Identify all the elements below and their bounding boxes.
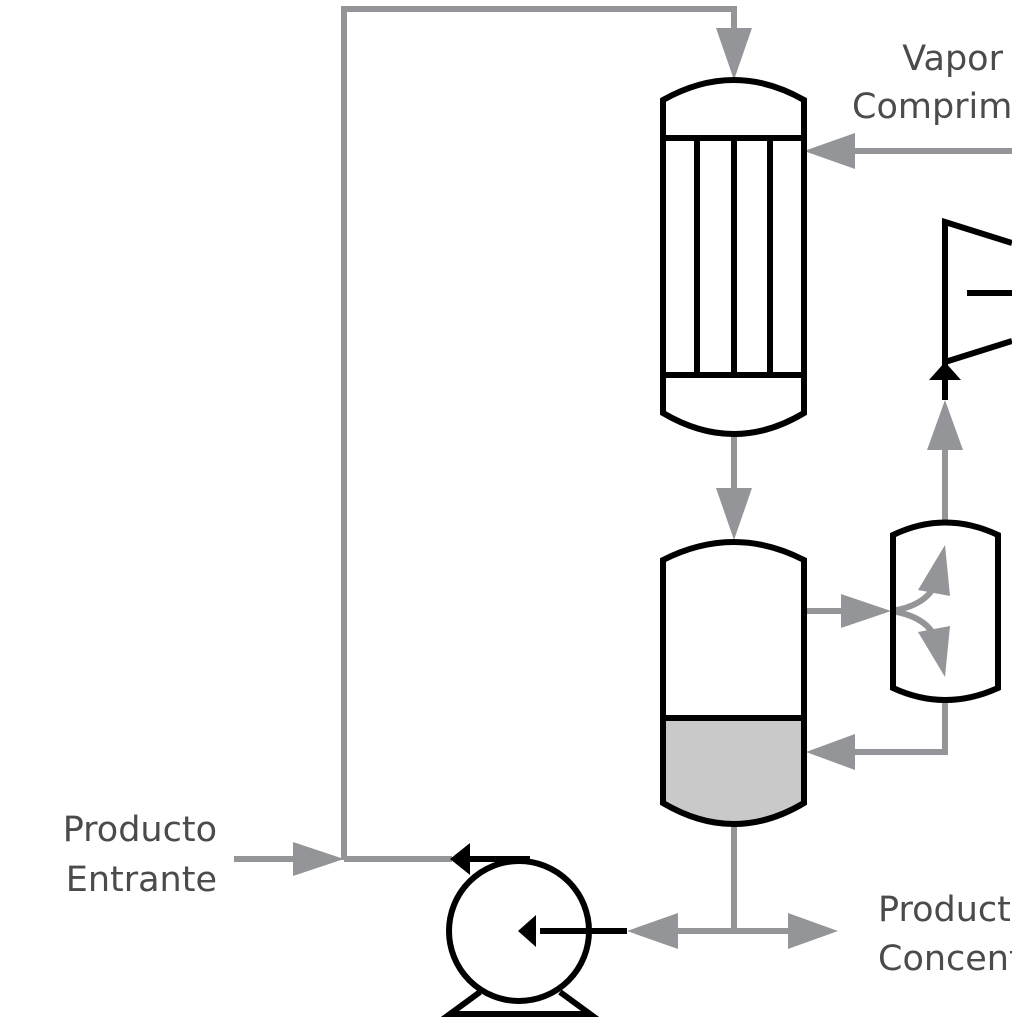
compressor-inlet-arrow [929,362,961,380]
arrow-return-to-separator [806,734,855,770]
arrow-to-compressor [927,400,963,450]
calandria [660,77,807,437]
demister-return-pipe [850,700,948,755]
pump-inlet-arrow [518,915,536,947]
arrow-into-calandria [716,28,752,80]
arrow-into-separator [716,488,752,540]
label-producto-entrante-2: Entrante [66,860,217,900]
arrow-vapor-to-demister [841,594,891,628]
label-producto-concentrado-1: Producto [878,890,1012,930]
label-producto-concentrado-2: Concentrado [878,939,1012,979]
arrow-product-out [788,913,838,949]
arrow-to-pump [627,913,678,949]
separator [660,539,807,827]
pump-outlet-arrow [450,843,470,875]
pump [440,843,627,1017]
arrow-compressed-vapor [804,133,855,169]
arrow-demister-down [918,626,950,677]
separator-liquid [663,718,804,824]
label-comprimido: Comprimido [852,87,1012,127]
label-producto-entrante-1: Producto [63,810,217,850]
arrow-demister-up [918,545,950,596]
label-vapor: Vapor [902,39,1003,79]
arrow-feed-in [293,842,344,876]
demister [890,519,1001,703]
compressor [929,217,1012,400]
